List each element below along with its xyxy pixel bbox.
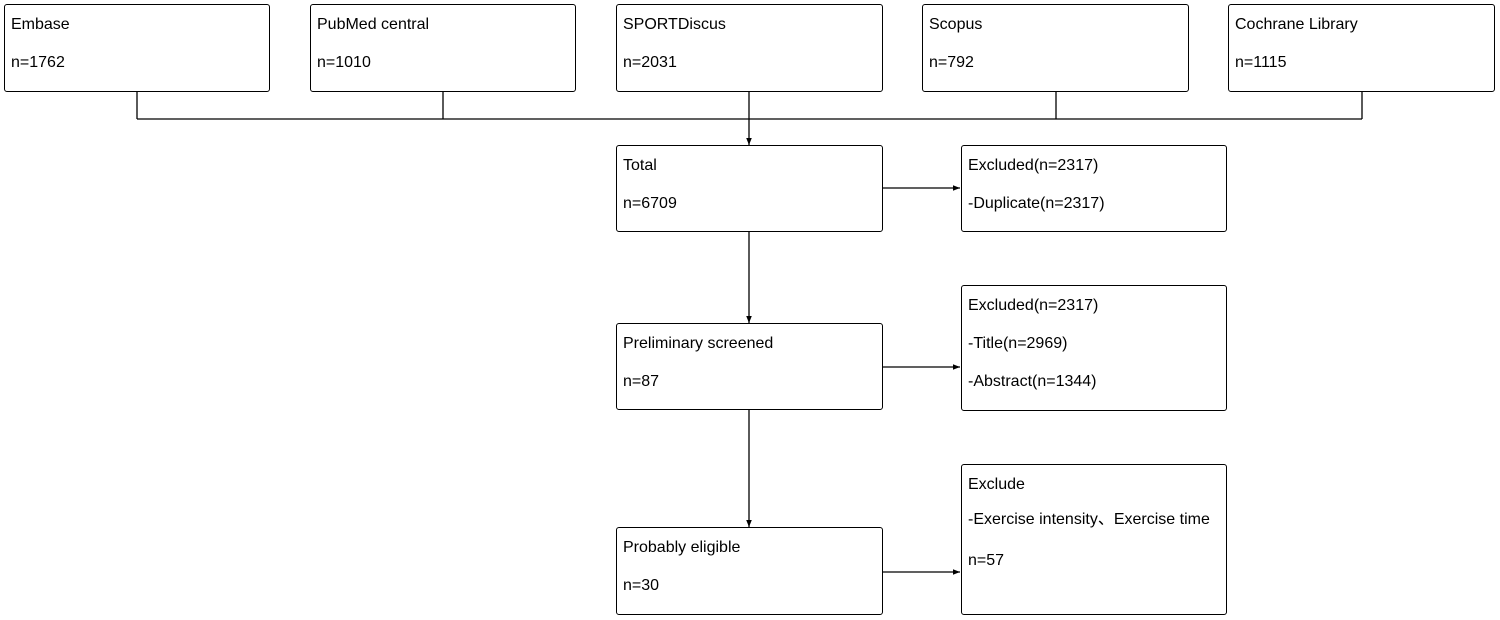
excluded-screening-title: Excluded(n=2317)	[968, 297, 1099, 314]
source-box-embase: Embase n=1762	[4, 4, 270, 92]
source-count: n=2031	[623, 54, 677, 71]
excluded-final-count: n=57	[968, 552, 1005, 569]
preliminary-count: n=87	[623, 373, 660, 390]
excluded-duplicates-box: Excluded(n=2317) -Duplicate(n=2317)	[961, 145, 1227, 232]
excluded-duplicates-reason: -Duplicate(n=2317)	[968, 195, 1105, 212]
source-box-cochrane: Cochrane Library n=1115	[1228, 4, 1495, 92]
eligible-count: n=30	[623, 577, 660, 594]
excluded-final-reason: -Exercise intensity、Exercise time	[968, 511, 1210, 528]
total-count: n=6709	[623, 195, 677, 212]
preliminary-box: Preliminary screened n=87	[616, 323, 883, 410]
source-count: n=792	[929, 54, 974, 71]
source-count: n=1010	[317, 54, 371, 71]
source-title: SPORTDiscus	[623, 16, 726, 33]
source-box-scopus: Scopus n=792	[922, 4, 1189, 92]
source-title: PubMed central	[317, 16, 430, 33]
total-title: Total	[623, 157, 657, 174]
excluded-final-box: Exclude -Exercise intensity、Exercise tim…	[961, 464, 1227, 615]
eligible-title: Probably eligible	[623, 539, 741, 556]
preliminary-title: Preliminary screened	[623, 335, 774, 352]
source-count: n=1762	[11, 54, 65, 71]
source-count: n=1115	[1235, 54, 1287, 71]
source-box-pubmed: PubMed central n=1010	[310, 4, 576, 92]
total-box: Total n=6709	[616, 145, 883, 232]
source-title: Embase	[11, 16, 70, 33]
excluded-screening-reason-title: -Title(n=2969)	[968, 335, 1068, 352]
excluded-duplicates-title: Excluded(n=2317)	[968, 157, 1099, 174]
eligible-box: Probably eligible n=30	[616, 527, 883, 615]
excluded-screening-box: Excluded(n=2317) -Title(n=2969) -Abstrac…	[961, 285, 1227, 411]
source-title: Cochrane Library	[1235, 16, 1358, 33]
excluded-final-title: Exclude	[968, 476, 1025, 493]
excluded-screening-reason-abstract: -Abstract(n=1344)	[968, 373, 1097, 390]
source-title: Scopus	[929, 16, 983, 33]
source-box-sportdiscus: SPORTDiscus n=2031	[616, 4, 883, 92]
